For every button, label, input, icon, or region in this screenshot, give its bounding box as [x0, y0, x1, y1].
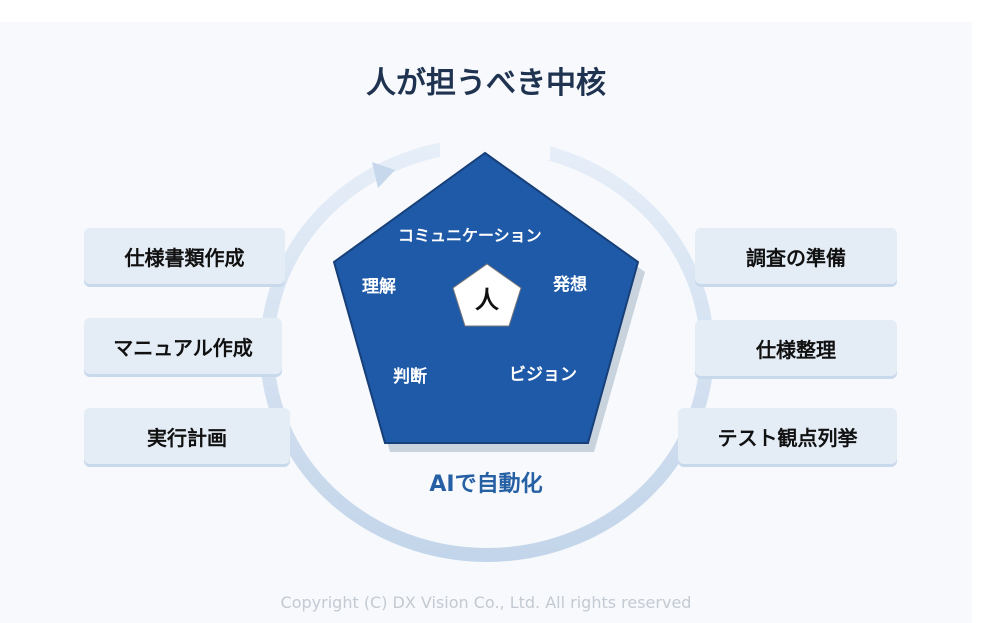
- skill-vision: ビジョン: [509, 365, 577, 385]
- task-box-right-1: 調査の準備: [695, 228, 897, 284]
- page-title: 人が担うべき中核: [366, 66, 606, 101]
- ai-automation-caption: AIで自動化: [429, 472, 543, 497]
- core-human-label: 人: [475, 286, 499, 314]
- skill-judgment: 判断: [393, 367, 427, 387]
- task-box-left-1: 仕様書類作成: [84, 228, 285, 284]
- core-pentagon: [452, 263, 522, 327]
- task-box-left-2: マニュアル作成: [84, 318, 282, 374]
- task-box-right-2: 仕様整理: [695, 320, 897, 376]
- skill-communication: コミュニケーション: [398, 226, 542, 245]
- skill-understanding: 理解: [362, 277, 396, 297]
- skill-ideation: 発想: [553, 275, 587, 295]
- task-box-left-3: 実行計画: [84, 408, 290, 464]
- cycle-arrow-icon: [372, 162, 395, 188]
- copyright-text: Copyright (C) DX Vision Co., Ltd. All ri…: [280, 593, 692, 612]
- task-box-right-3: テスト観点列挙: [678, 408, 897, 464]
